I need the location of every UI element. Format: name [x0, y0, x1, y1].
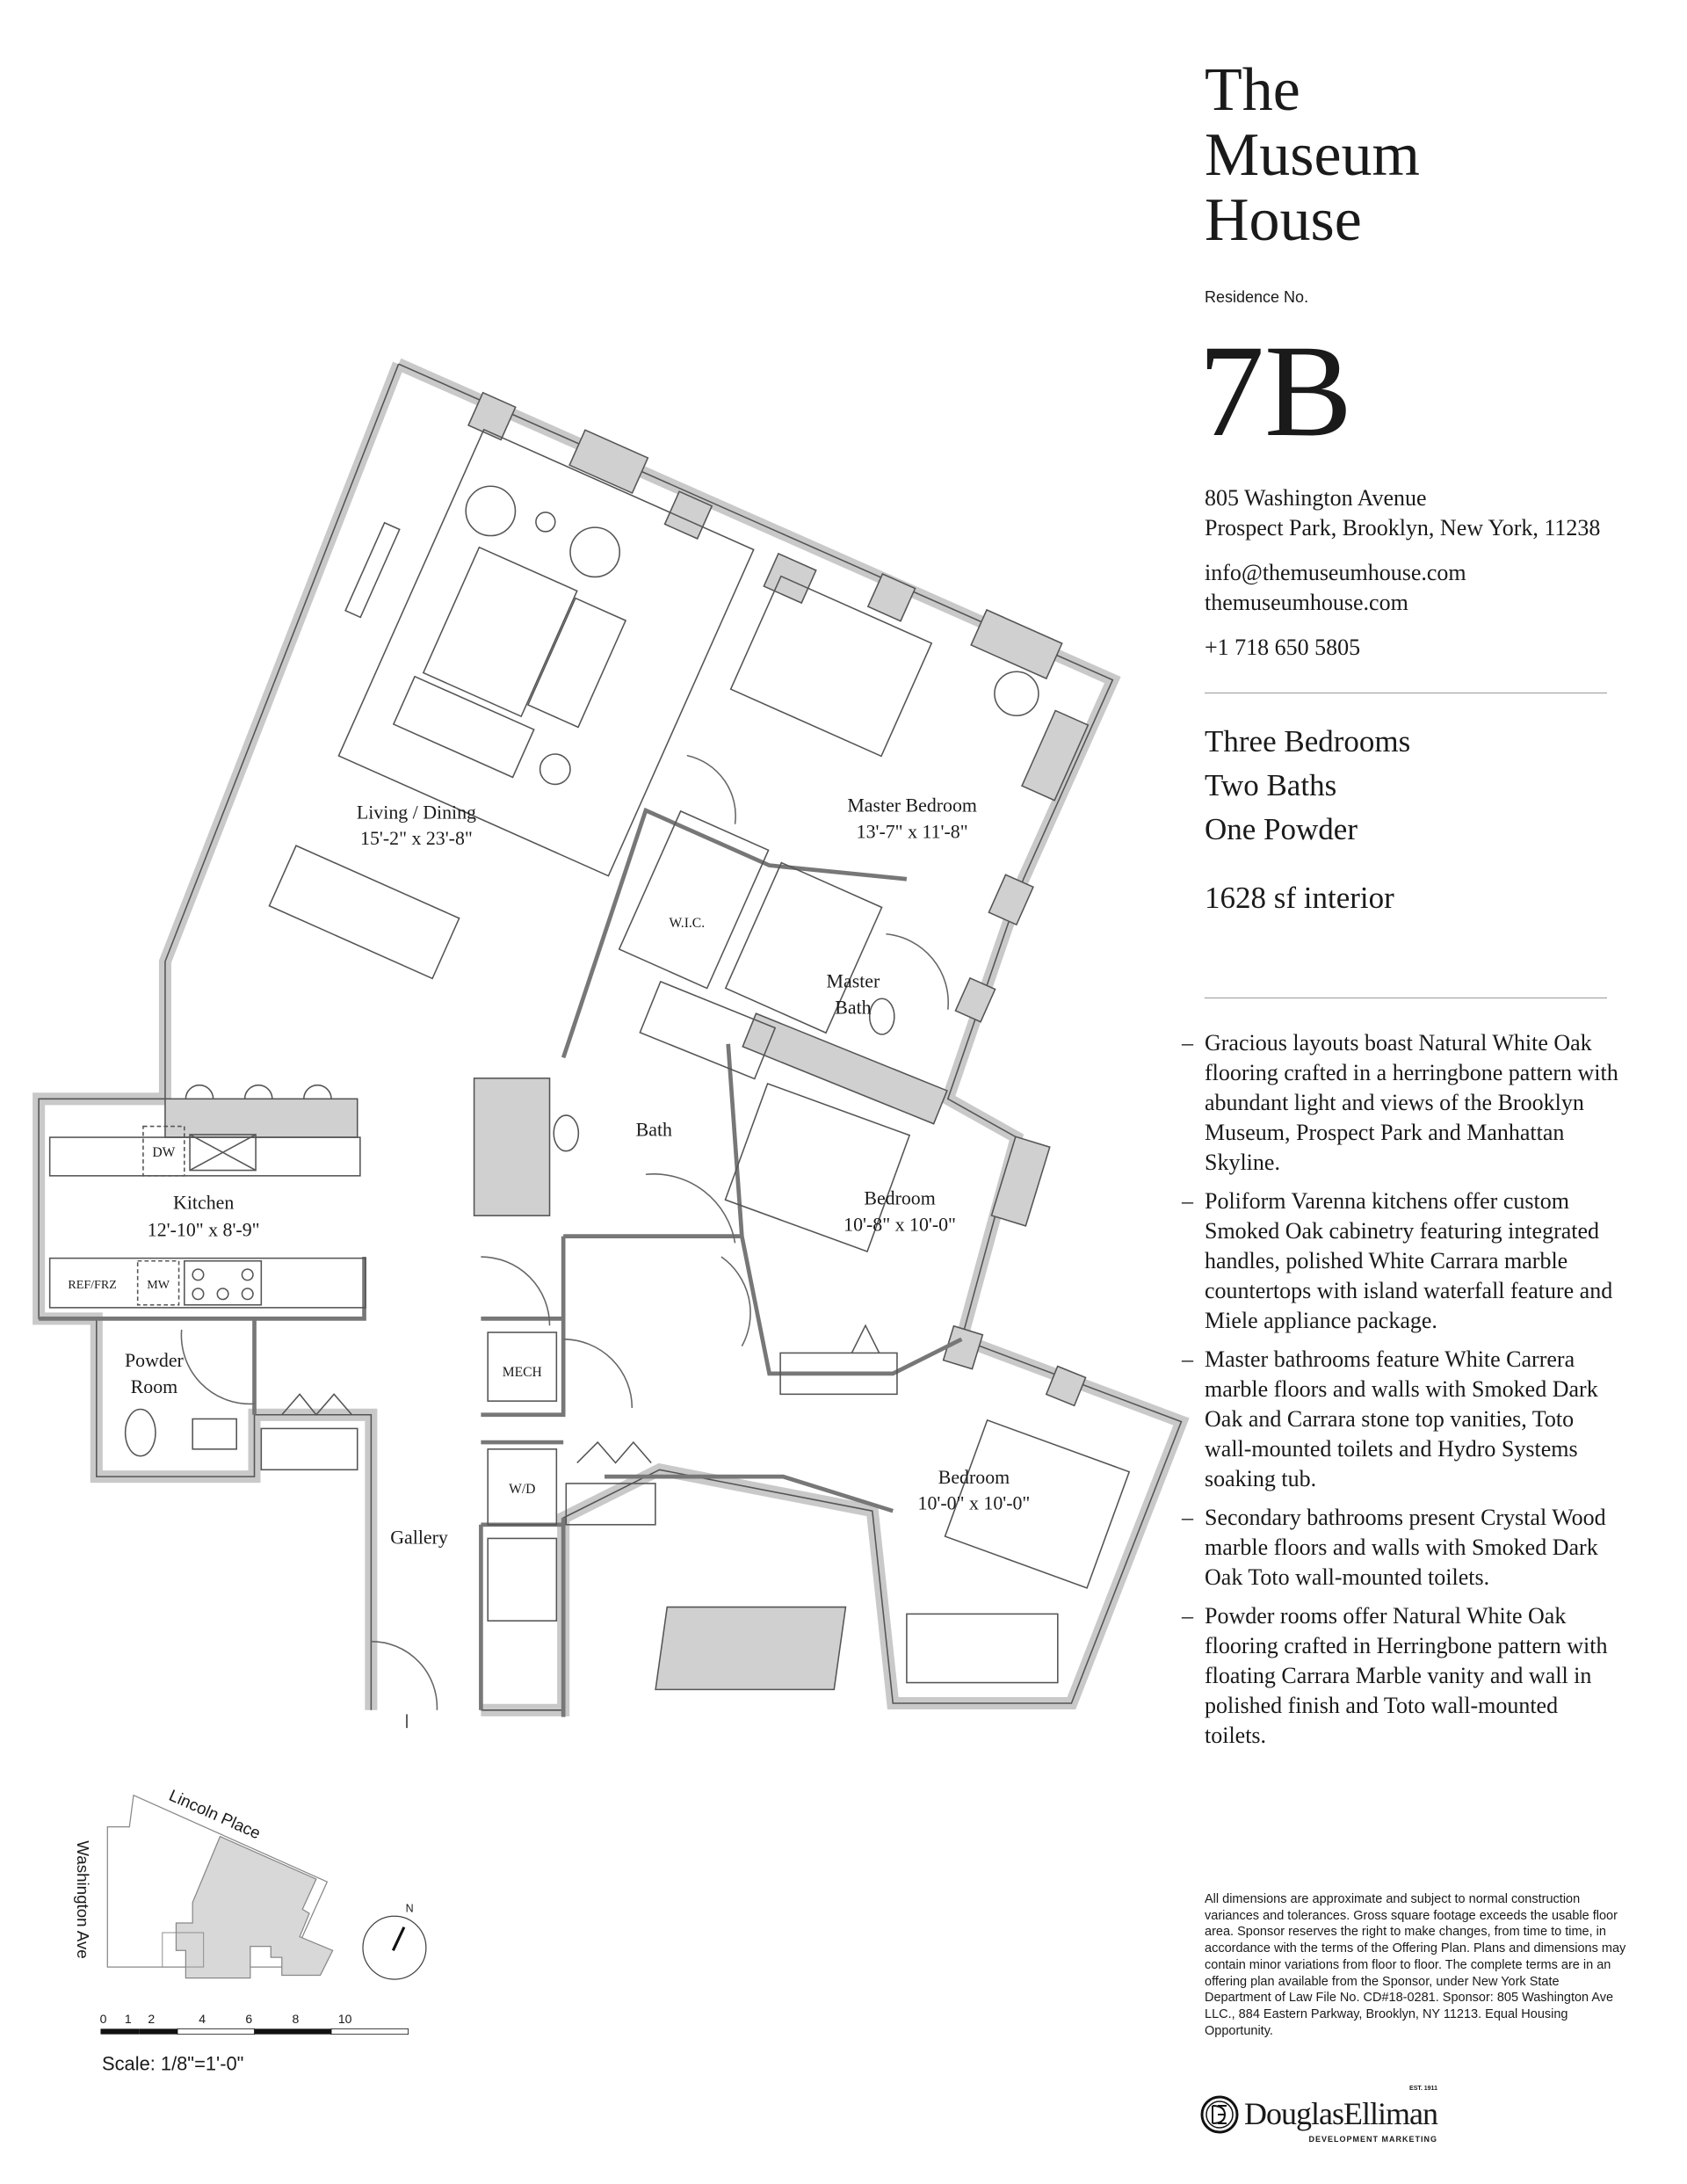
closets [260, 1324, 1059, 1684]
interior-walls [39, 807, 963, 1717]
bullet-dash: – [1182, 1188, 1193, 1214]
street-washington-ave: Washington Ave [74, 1840, 92, 1958]
building-name: The Museum House [1205, 58, 1420, 253]
room-name-mech: MECH [503, 1365, 542, 1380]
scale-tick: 6 [245, 2012, 252, 2026]
room-name-bath: Bath [636, 1120, 672, 1141]
feature-item: –Master bathrooms feature White Carrera … [1182, 1345, 1621, 1494]
feature-text: Poliform Varenna kitchens offer custom S… [1205, 1188, 1613, 1333]
room-name-wic: W.I.C. [670, 916, 706, 931]
disclaimer: All dimensions are approximate and subje… [1205, 1892, 1626, 2038]
appliance-ref: REF/FRZ [68, 1278, 116, 1292]
scale-tick: 10 [338, 2012, 352, 2026]
appliance-dw: DW [152, 1145, 175, 1160]
room-name-living: Living / Dining [357, 802, 476, 823]
feature-text: Gracious layouts boast Natural White Oak… [1205, 1030, 1618, 1175]
residence-label: Residence No. [1205, 288, 1309, 306]
kitchen-fixtures [48, 1084, 366, 1309]
spec-area: 1628 sf interior [1205, 881, 1394, 915]
room-dims-kitchen: 12'-10" x 8'-9" [148, 1220, 260, 1241]
douglas-elliman-logo: EST. 1911 DouglasElliman DEVELOPMENT MAR… [1200, 2085, 1438, 2144]
room-name-powder-2: Room [131, 1376, 177, 1397]
room-dims-master-bedroom: 13'-7" x 11'-8" [857, 821, 968, 842]
feature-text: Powder rooms offer Natural White Oak flo… [1205, 1603, 1608, 1748]
room-dims-bedroom-3: 10'-0" x 10'-0" [918, 1493, 1031, 1514]
email-link[interactable]: info@themuseumhouse.com [1205, 560, 1466, 585]
scale-label: Scale: 1/8"=1'-0" [102, 2052, 243, 2074]
bullet-dash: – [1182, 1346, 1193, 1372]
title-line: Museum [1205, 121, 1420, 189]
title-line: The [1205, 56, 1300, 124]
de-monogram-icon [1200, 2095, 1239, 2134]
room-name-powder-1: Powder [125, 1350, 185, 1371]
north-arrow-icon: N [362, 1903, 427, 1980]
site-map: Lincoln Place Washington Ave [74, 1786, 334, 1979]
room-name-kitchen: Kitchen [173, 1192, 234, 1213]
website-link[interactable]: themuseumhouse.com [1205, 590, 1408, 615]
room-name-master-bath-2: Bath [835, 997, 871, 1018]
address-line-1: 805 Washington Avenue [1205, 485, 1427, 511]
feature-item: –Secondary bathrooms present Crystal Woo… [1182, 1503, 1621, 1593]
feature-item: –Poliform Varenna kitchens offer custom … [1182, 1186, 1621, 1336]
logo-est: EST. 1911 [1409, 2086, 1437, 2092]
feature-text: Secondary bathrooms present Crystal Wood… [1205, 1505, 1606, 1590]
phone-number: +1 718 650 5805 [1205, 635, 1361, 660]
features-list: –Gracious layouts boast Natural White Oa… [1182, 1028, 1621, 1760]
residence-number: 7B [1198, 318, 1353, 464]
scale-tick: 1 [125, 2012, 132, 2026]
scale-tick: 4 [199, 2012, 206, 2026]
room-name-master-bedroom: Master Bedroom [847, 795, 977, 816]
scale-bar: 0 1 2 4 6 8 10 Scale: 1/8"=1'-0" [100, 2012, 409, 2074]
window-piers [164, 391, 1090, 1691]
street-lincoln-place: Lincoln Place [166, 1786, 263, 1843]
spec-bedrooms: Three Bedrooms [1205, 724, 1411, 758]
room-name-gallery: Gallery [390, 1527, 448, 1549]
doors [180, 754, 949, 1710]
room-name-bedroom-3: Bedroom [938, 1467, 1010, 1488]
feature-item: –Powder rooms offer Natural White Oak fl… [1182, 1601, 1621, 1751]
room-name-bedroom-2: Bedroom [864, 1188, 935, 1209]
logo-subtitle: DEVELOPMENT MARKETING [1308, 2135, 1437, 2144]
room-name-master-bath-1: Master [827, 971, 880, 992]
scale-tick: 2 [148, 2012, 155, 2026]
scale-tick: 0 [100, 2012, 107, 2026]
spec-baths: Two Baths [1205, 768, 1337, 802]
scale-tick: 8 [292, 2012, 299, 2026]
bullet-dash: – [1182, 1030, 1193, 1056]
logo-wordmark: DouglasElliman [1244, 2096, 1438, 2131]
room-dims-living: 15'-2" x 23'-8" [360, 828, 473, 849]
feature-item: –Gracious layouts boast Natural White Oa… [1182, 1028, 1621, 1178]
north-label: N [406, 1903, 414, 1915]
appliance-mw: MW [147, 1278, 170, 1292]
bullet-dash: – [1182, 1603, 1193, 1629]
title-line: House [1205, 186, 1362, 254]
bullet-dash: – [1182, 1505, 1193, 1530]
room-name-wd: W/D [509, 1482, 535, 1497]
address-line-2: Prospect Park, Brooklyn, New York, 11238 [1205, 515, 1601, 541]
living-furniture [268, 428, 755, 980]
beds [124, 575, 1131, 1589]
spec-powder: One Powder [1205, 812, 1358, 846]
room-dims-bedroom-2: 10'-8" x 10'-0" [844, 1214, 956, 1235]
feature-text: Master bathrooms feature White Carrera m… [1205, 1346, 1598, 1491]
